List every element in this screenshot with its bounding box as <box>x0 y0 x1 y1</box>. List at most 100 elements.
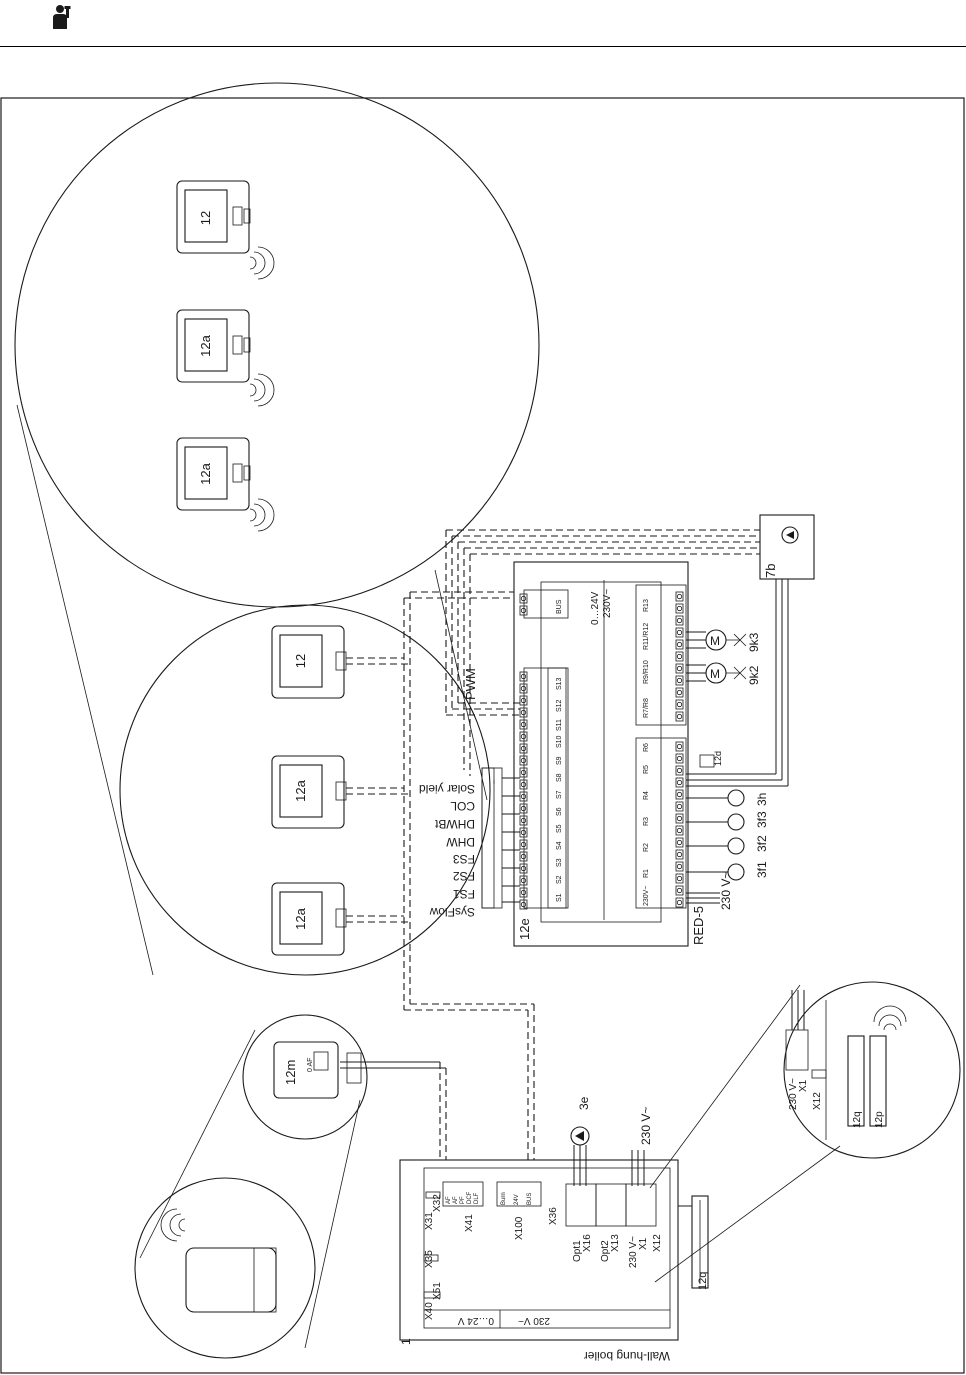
boiler-voltage-low: 0…24 V <box>458 1315 494 1326</box>
wall-sensor-label: 12m <box>283 1060 298 1085</box>
term-r5: R5 <box>643 765 650 774</box>
red5-module: 12e RED-5 0…24V 230V~ <box>513 561 706 947</box>
sensor-solar-yield: Solar yield <box>419 782 475 796</box>
pump-3f3-label: 3f3 <box>755 811 769 828</box>
term-r4: R4 <box>643 791 650 800</box>
term-r9r10: R9/R10 <box>643 660 650 684</box>
radio-thermostat-1-label: 12 <box>198 211 213 225</box>
pump-3f3-symbol <box>727 813 745 831</box>
term-s11: S11 <box>556 719 563 731</box>
diagram-frame <box>0 97 965 1374</box>
term-s8: S8 <box>556 773 563 782</box>
boiler: Wall-hung boiler 1 0…24 V 230 V~ X31 X32… <box>399 1159 679 1363</box>
pump-3f1-symbol <box>727 863 745 881</box>
term-r6: R6 <box>643 743 650 752</box>
rx-x1: X1 <box>798 1079 809 1092</box>
boiler-x31: X31 <box>424 1212 435 1230</box>
boiler-x1: X1 <box>638 1237 649 1250</box>
x41-pin-dlf: DLF <box>474 1192 480 1204</box>
x41-pin-pf: PF <box>460 1196 466 1204</box>
term-r11r12: R11/R12 <box>643 623 650 650</box>
module-relay-terminal-labels: 230V~ R1 R2 R3 R4 R5 R6 R7/R8 R9/R10 R11… <box>643 599 650 906</box>
cylinder-sensor-12q: 12q <box>678 1195 709 1290</box>
svg-text:M: M <box>710 634 720 648</box>
boiler-label: Wall-hung boiler <box>584 1349 670 1363</box>
boiler-voltage-high: 230 V~ <box>518 1315 550 1326</box>
x100-pin-burn: Burn <box>501 1192 507 1205</box>
sensor-col: COL <box>450 799 475 813</box>
boiler-x35: X35 <box>424 1250 435 1268</box>
wall-sensor-pins: 0 AF <box>307 1058 314 1072</box>
radio-thermostat-1: 12 <box>176 180 275 280</box>
boiler-x41: X41 <box>464 1214 475 1232</box>
term-s10: S10 <box>556 735 563 748</box>
radio-thermostat-3-label: 12a <box>198 462 213 484</box>
boiler-x51: X51 <box>432 1282 443 1300</box>
module-label: 12e <box>517 918 532 940</box>
radio-thermostat-2-label: 12a <box>198 334 213 356</box>
boiler-x40: X40 <box>424 1302 435 1320</box>
x100-pin-bus: BUS <box>527 1193 533 1205</box>
wired-thermostat-3: 12a <box>271 882 347 956</box>
sensor-fs3: FS3 <box>453 852 475 866</box>
sensor-sysflow: SysFlow <box>429 905 475 919</box>
module-sensor-terminal-labels: S1 S2 S3 S4 S5 S6 S7 S8 S9 S10 S11 S12 S… <box>556 599 563 902</box>
term-r7r8: R7/R8 <box>643 698 650 718</box>
wired-thermostat-1: 12 <box>271 625 347 699</box>
term-s5: S5 <box>556 824 563 833</box>
sensor-dhw: DHW <box>446 835 475 849</box>
term-s6: S6 <box>556 807 563 816</box>
term-s7: S7 <box>556 790 563 799</box>
boiler-x16: X16 <box>582 1234 593 1252</box>
t-sensor-label: 12d <box>713 751 723 766</box>
x41-pin-dcf: DCF <box>467 1191 473 1204</box>
mixers: M M 9k3 9k2 <box>686 629 761 685</box>
term-s4: S4 <box>556 841 563 850</box>
wired-thermostat-2: 12a <box>271 755 347 829</box>
pwm-label: PWM <box>463 668 478 700</box>
boiler-opt2: Opt2 <box>600 1240 611 1262</box>
boiler-mains-label: 230 V~ <box>639 1107 653 1145</box>
pump-3h-symbol <box>727 789 745 807</box>
boiler-mains: 230 V~ <box>631 1107 653 1186</box>
boiler-number: 1 <box>399 1338 413 1345</box>
zoom-circle-radio-outdoor <box>134 1177 316 1359</box>
mixer-9k3-label: 9k3 <box>747 632 761 652</box>
receiver-unit: 230 V~ X1 X12 12q 12p <box>785 990 907 1140</box>
boiler-x36: X36 <box>548 1207 559 1225</box>
term-s9: S9 <box>556 756 563 765</box>
sensor-dhwbt: DHWBt <box>434 817 475 831</box>
sensor-labels: SysFlow FS1 FS2 FS3 DHW DHWBt COL Solar … <box>419 782 475 919</box>
term-r3: R3 <box>643 817 650 826</box>
cylinder-sensor-label: 12q <box>697 1272 709 1290</box>
rx-x1-voltage: 230 V~ <box>788 1078 799 1110</box>
x41-pin-af1: AF <box>446 1196 452 1204</box>
pump-3f1-label: 3f1 <box>755 861 769 878</box>
pump-3f2-symbol <box>727 837 745 855</box>
wired-thermostat-2-label: 12a <box>293 779 308 801</box>
module-voltage-low: 0…24V <box>590 591 601 625</box>
term-s12: S12 <box>556 699 563 712</box>
boiler-x13: X13 <box>610 1234 621 1252</box>
rx-x12: X12 <box>812 1092 823 1110</box>
term-bus: BUS <box>556 599 563 614</box>
radio-thermostat-2: 12a <box>176 309 275 407</box>
sensor-fs2: FS2 <box>453 869 475 883</box>
sensor-fs1: FS1 <box>453 887 475 901</box>
header-rule <box>0 46 966 47</box>
radio-thermostat-3: 12a <box>176 437 275 532</box>
svg-text:M: M <box>710 667 720 681</box>
x100-pin-24v: 24V <box>514 1194 520 1205</box>
rx-12q: 12q <box>852 1111 863 1128</box>
wired-thermostat-3-label: 12a <box>293 907 308 929</box>
boiler-x12: X12 <box>652 1234 663 1252</box>
term-s2: S2 <box>556 875 563 884</box>
solar-pump-label: 7b <box>763 564 778 578</box>
boiler-pump-3e: 3e <box>570 1096 591 1186</box>
sensor-column <box>481 767 520 909</box>
boiler-x32: X32 <box>432 1194 443 1212</box>
term-s3: S3 <box>556 858 563 867</box>
wired-thermostat-1-label: 12 <box>293 654 308 668</box>
zoom-circle-wall-sensor <box>242 1014 368 1140</box>
